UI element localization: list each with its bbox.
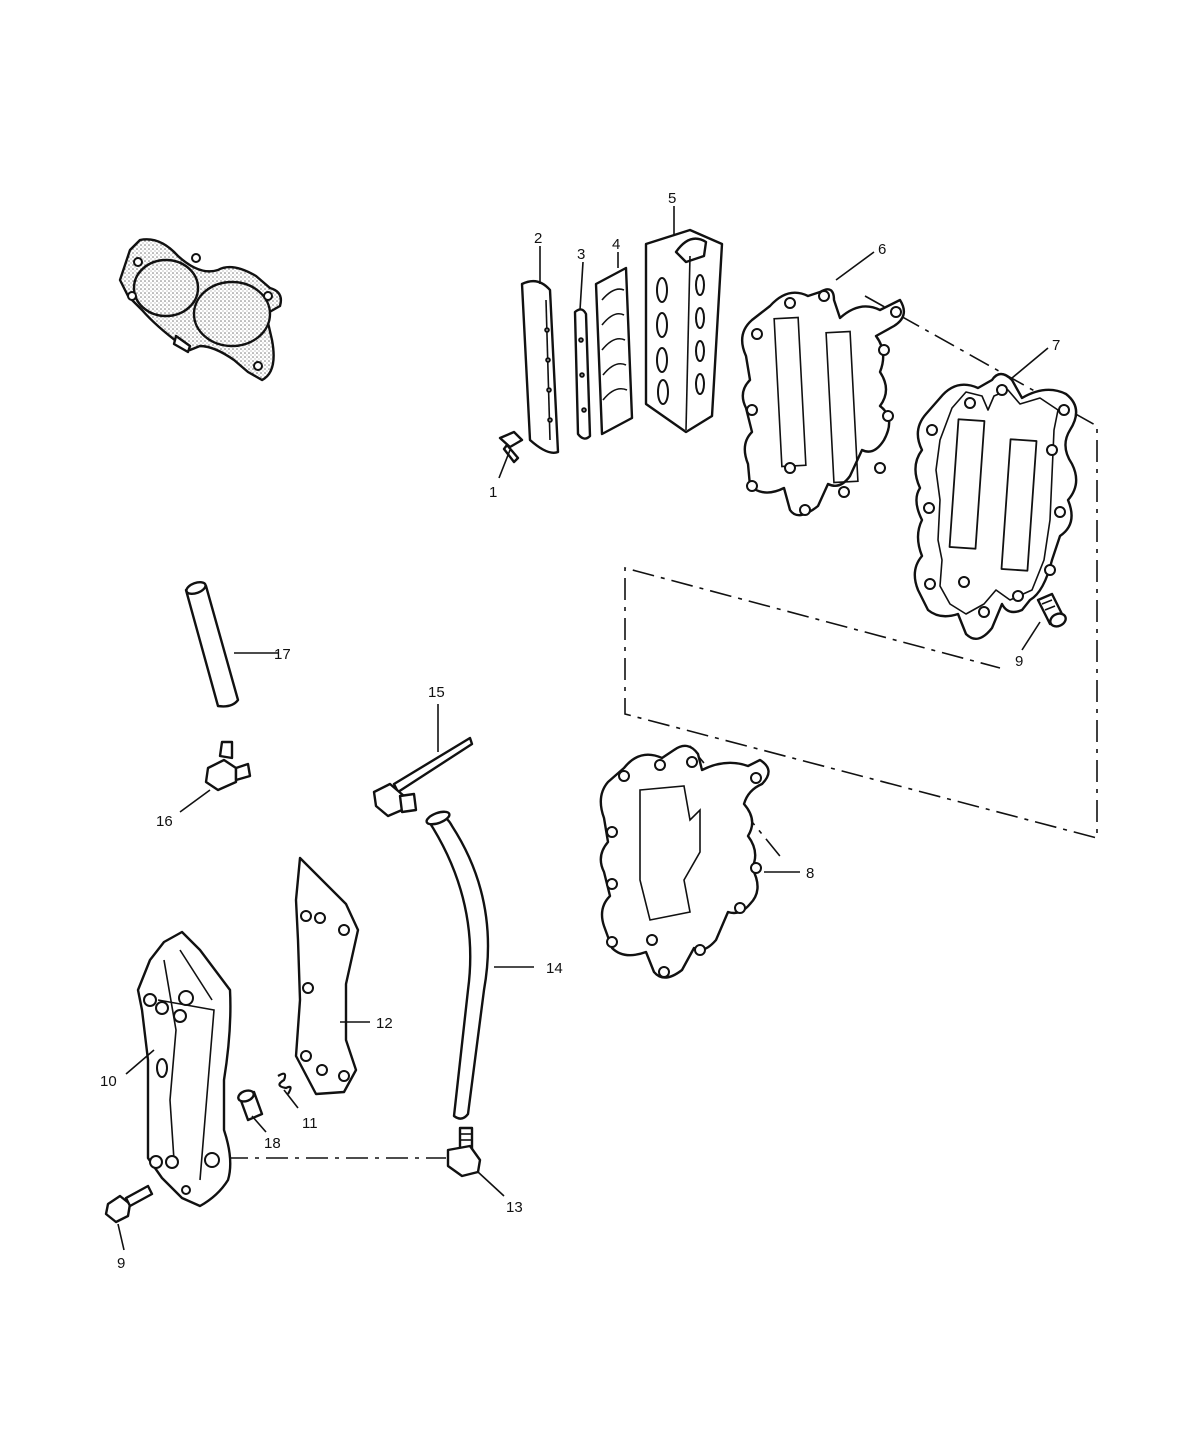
callout-9-lower: 9 xyxy=(117,1255,125,1272)
part-15-tube-elbow xyxy=(372,736,474,818)
part-3-reed-stop xyxy=(573,308,592,440)
callout-8: 8 xyxy=(806,865,814,882)
part-10-bracket xyxy=(136,930,232,1208)
part-16-elbow-fitting xyxy=(204,740,252,792)
part-17-hose xyxy=(184,580,240,708)
part-9-bolt-lower xyxy=(104,1184,154,1224)
callout-2: 2 xyxy=(534,230,542,247)
part-13-elbow-fitting xyxy=(446,1126,482,1178)
callout-10: 10 xyxy=(100,1073,117,1090)
part-housing-stippled xyxy=(118,238,283,382)
callout-12: 12 xyxy=(376,1015,393,1032)
callout-13: 13 xyxy=(506,1199,523,1216)
part-5-reed-block xyxy=(644,228,724,434)
part-18-cap xyxy=(237,1089,264,1122)
callout-labels: 1 2 3 4 5 6 7 8 9 9 10 11 12 13 14 15 16… xyxy=(100,190,1060,1272)
callout-3: 3 xyxy=(577,246,585,263)
part-9-screw-upper xyxy=(1036,592,1067,628)
callout-15: 15 xyxy=(428,684,445,701)
callout-4: 4 xyxy=(612,236,620,253)
callout-11: 11 xyxy=(302,1115,318,1132)
callout-14: 14 xyxy=(546,960,563,977)
callout-9-upper: 9 xyxy=(1015,653,1023,670)
callout-17: 17 xyxy=(274,646,291,663)
callout-18: 18 xyxy=(264,1135,281,1152)
callout-1: 1 xyxy=(489,484,497,501)
leader-lines xyxy=(117,206,1049,1251)
part-7-adaptor-plate xyxy=(913,372,1078,640)
part-12-plate xyxy=(294,856,360,1096)
callout-6: 6 xyxy=(878,241,886,258)
part-14-long-hose xyxy=(425,810,490,1120)
part-2-reed-plate xyxy=(520,279,560,454)
part-4-reed-petals xyxy=(594,266,634,436)
part-6-gasket xyxy=(740,288,906,517)
callout-7: 7 xyxy=(1052,337,1060,354)
part-11-spring xyxy=(277,1072,292,1095)
callout-16: 16 xyxy=(156,813,173,830)
callout-5: 5 xyxy=(668,190,676,207)
part-8-gasket xyxy=(599,744,770,979)
part-1-screw xyxy=(498,430,524,464)
